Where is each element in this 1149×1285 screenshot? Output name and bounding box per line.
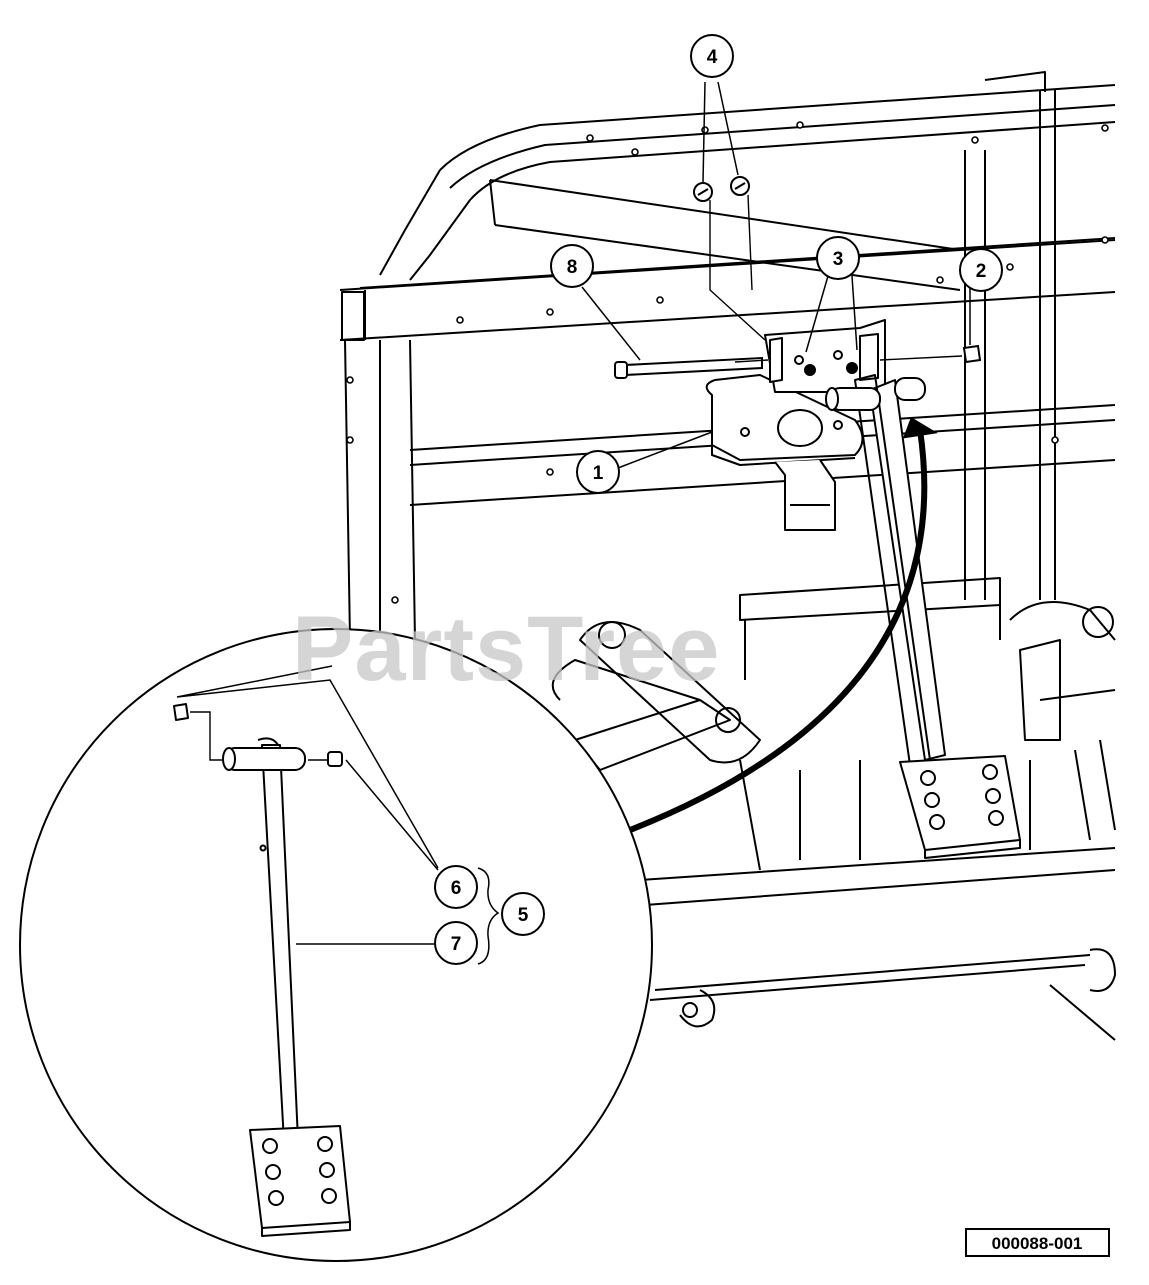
callout-number: 7 [451, 934, 462, 955]
callout-number: 8 [567, 257, 578, 278]
callout-bubble [690, 34, 734, 78]
detail-circle [19, 628, 653, 1262]
callout-number: 5 [518, 905, 529, 926]
figure-id-box: 000088-001 [965, 1228, 1110, 1257]
figure-id: 000088-001 [992, 1234, 1083, 1253]
callout-3: 3 [816, 236, 860, 280]
chassis-frame [339, 71, 1116, 1041]
callout-7: 7 [434, 921, 478, 965]
pivot-plate [764, 319, 886, 393]
reference-arrow [628, 417, 938, 833]
leader-lines [176, 81, 971, 965]
detail-pedal [173, 703, 351, 1237]
callout-number: 3 [833, 249, 844, 270]
callout-bubble [816, 236, 860, 280]
callout-4: 4 [690, 34, 734, 78]
detail-bushing-right [327, 751, 343, 767]
pedal-bracket [705, 374, 864, 531]
bushing-3a [804, 364, 816, 376]
callout-5: 5 [501, 892, 545, 936]
callout-8: 8 [550, 244, 594, 288]
nut-2 [962, 344, 982, 364]
bushing-3b [846, 362, 858, 374]
callouts: 1 2 3 4 5 6 7 8 [434, 34, 1003, 965]
callout-number: 6 [451, 878, 462, 899]
watermark: PartsTree [292, 598, 720, 700]
callout-number: 1 [593, 463, 604, 484]
hardware [614, 176, 982, 379]
callout-bubble [434, 865, 478, 909]
callout-bubble [501, 892, 545, 936]
bolt-8 [624, 356, 763, 377]
callout-6: 6 [434, 865, 478, 909]
detail-bushing-left [173, 703, 189, 721]
installed-pedal-pad [899, 755, 1021, 859]
callout-number: 4 [707, 47, 718, 68]
install-lines [709, 194, 963, 363]
callout-bubble [550, 244, 594, 288]
frame-holes [346, 121, 1109, 604]
detail-view [19, 628, 653, 1262]
callout-number: 2 [976, 261, 987, 282]
callout-bubble [434, 921, 478, 965]
callout-1: 1 [576, 450, 620, 494]
callout-bubble [959, 248, 1003, 292]
callout-bubble [576, 450, 620, 494]
callout-2: 2 [959, 248, 1003, 292]
